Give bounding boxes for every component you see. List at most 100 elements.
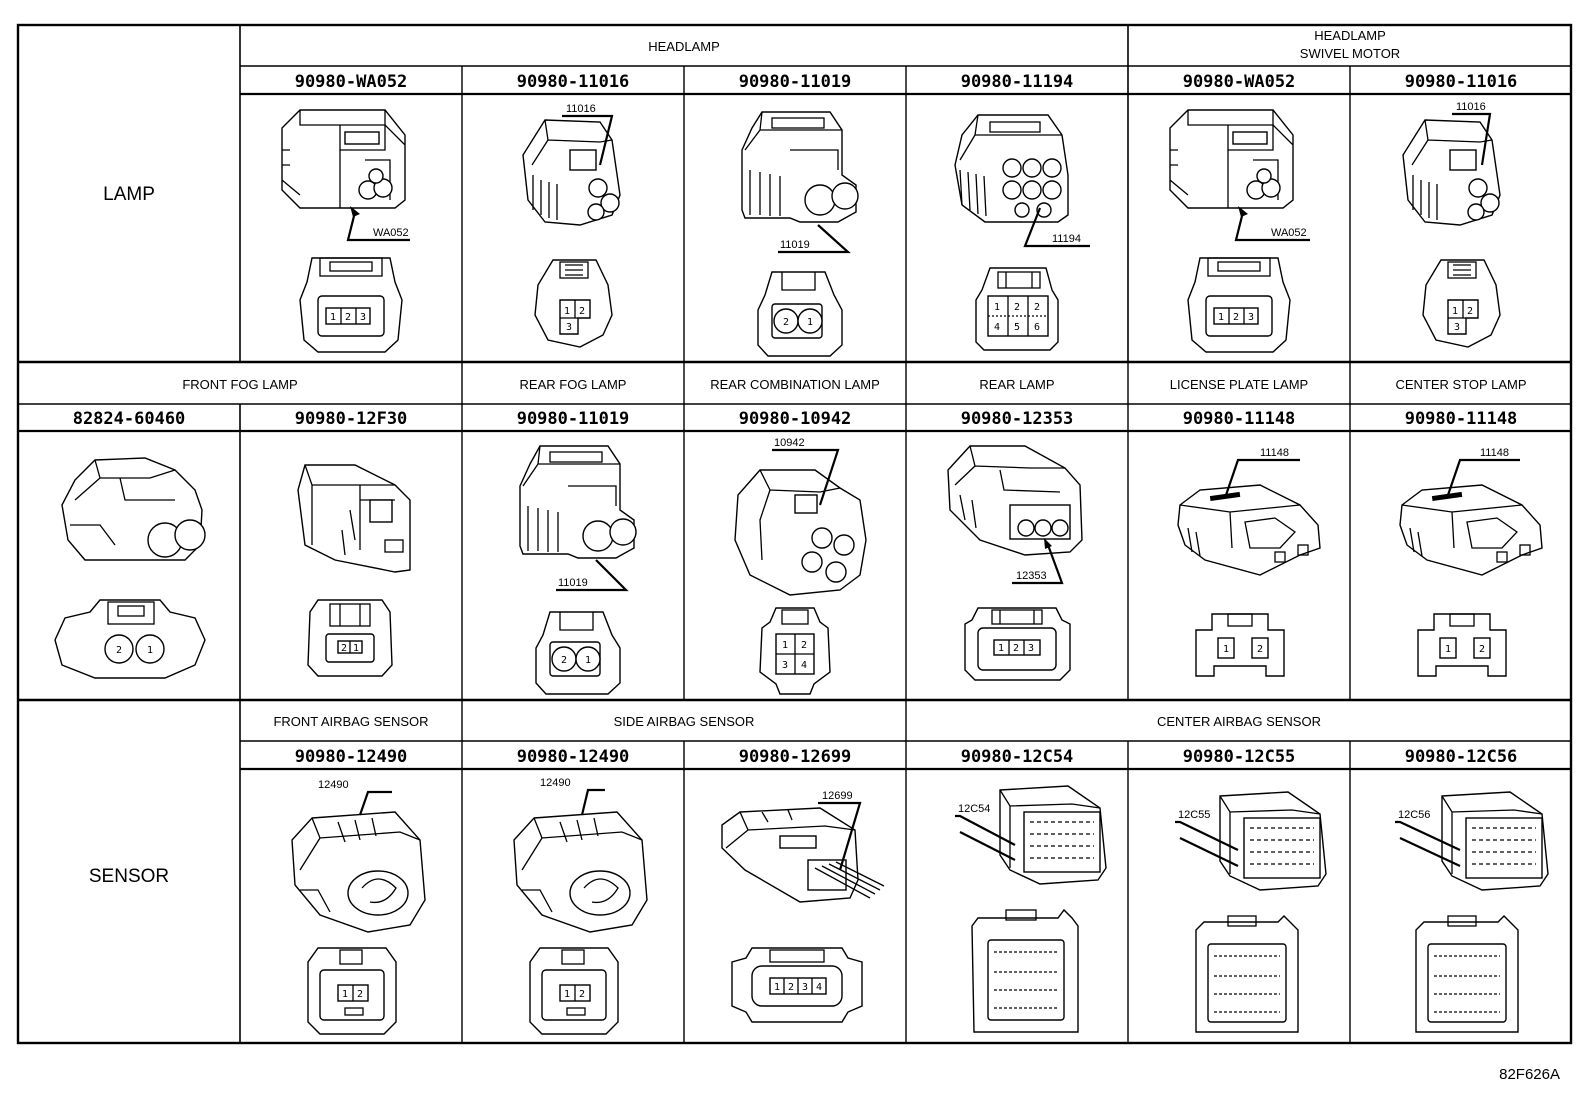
connector-12f30: 2 1 bbox=[297, 464, 411, 677]
callout: WA052 bbox=[373, 227, 409, 239]
pin-label: 1 bbox=[1452, 306, 1458, 317]
connector-82824-60460: 2 1 bbox=[54, 457, 206, 679]
connector-12c54: 12C54 bbox=[955, 785, 1107, 1033]
category-sensor: SENSOR bbox=[89, 866, 169, 887]
pin-label: 6 bbox=[1034, 322, 1040, 333]
part-number: 90980-WA052 bbox=[1183, 72, 1296, 92]
part-number: 90980-12C55 bbox=[1183, 747, 1296, 767]
group-rear-combination-lamp: REAR COMBINATION LAMP bbox=[710, 377, 880, 392]
callout: 12490 bbox=[318, 779, 349, 791]
pin-label: 2 bbox=[1233, 312, 1239, 323]
connector-11019: 11019 2 1 bbox=[741, 111, 859, 357]
connector-12490-front: 12490 1 2 bbox=[291, 779, 426, 1035]
part-number: 90980-12699 bbox=[739, 747, 852, 767]
group-center-stop-lamp: CENTER STOP LAMP bbox=[1396, 377, 1527, 392]
part-number: 90980-11148 bbox=[1183, 409, 1296, 429]
pin-label: 2 bbox=[579, 306, 585, 317]
part-number: 90980-12353 bbox=[961, 409, 1074, 429]
pin-label: 2 bbox=[1014, 302, 1020, 313]
callout: 10942 bbox=[774, 437, 805, 449]
group-swivel-motor: SWIVEL MOTOR bbox=[1300, 46, 1400, 61]
part-number: 90980-10942 bbox=[739, 409, 852, 429]
connector-12c55: 12C55 bbox=[1175, 791, 1327, 1033]
pin-label: 1 bbox=[1223, 644, 1229, 655]
pin-label: 3 bbox=[566, 322, 572, 333]
figure-id: 82F626A bbox=[1499, 1066, 1560, 1083]
connector-wa052-swivel: WA052 1 2 3 bbox=[1169, 109, 1310, 353]
pin-label: 2 bbox=[1479, 644, 1485, 655]
pin-label: 2 bbox=[341, 643, 347, 654]
connector-11148-license: 11148 1 2 bbox=[1177, 447, 1321, 677]
pin-label: 3 bbox=[782, 660, 788, 671]
connector-11016-swivel: 11016 1 2 3 bbox=[1402, 101, 1501, 348]
pin-label: 3 bbox=[1454, 322, 1460, 333]
pin-label: 4 bbox=[801, 660, 807, 671]
part-number: 90980-12490 bbox=[295, 747, 408, 767]
callout: 12699 bbox=[822, 790, 853, 802]
connector-11194: 11194 1 2 2 4 5 6 bbox=[954, 114, 1090, 351]
part-number: 90980-12C54 bbox=[961, 747, 1074, 767]
callout: 11016 bbox=[1456, 101, 1486, 113]
group-center-airbag-sensor: CENTER AIRBAG SENSOR bbox=[1157, 714, 1321, 729]
pin-label: 4 bbox=[816, 982, 822, 993]
callout: 11148 bbox=[1480, 447, 1509, 459]
part-number: 90980-11019 bbox=[517, 409, 630, 429]
part-number: 90980-11148 bbox=[1405, 409, 1518, 429]
pin-label: 1 bbox=[1445, 644, 1451, 655]
pin-label: 1 bbox=[994, 302, 1000, 313]
part-number: 90980-12C56 bbox=[1405, 747, 1518, 767]
part-number: 90980-12490 bbox=[517, 747, 630, 767]
part-number: 90980-WA052 bbox=[295, 72, 408, 92]
pin-label: 2 bbox=[783, 317, 789, 328]
pin-label: 3 bbox=[1028, 643, 1034, 654]
header-labels: LAMP SENSOR HEADLAMP HEADLAMP SWIVEL MOT… bbox=[73, 28, 1560, 1083]
callout: 11019 bbox=[780, 239, 810, 251]
pin-label: 2 bbox=[561, 655, 567, 666]
pin-label: 2 bbox=[1034, 302, 1040, 313]
pin-label: 2 bbox=[1467, 306, 1473, 317]
group-headlamp: HEADLAMP bbox=[648, 39, 720, 54]
pin-label: 3 bbox=[360, 312, 366, 323]
pin-label: 2 bbox=[801, 640, 807, 651]
part-number: 90980-12F30 bbox=[295, 409, 408, 429]
pin-label: 1 bbox=[564, 306, 570, 317]
part-number: 90980-11016 bbox=[1405, 72, 1518, 92]
connector-12353: 12353 1 2 3 bbox=[947, 445, 1083, 681]
callout: 12490 bbox=[540, 777, 571, 789]
part-number: 90980-11016 bbox=[517, 72, 630, 92]
pin-label: 1 bbox=[330, 312, 336, 323]
connector-10942: 10942 1 2 3 4 bbox=[734, 437, 867, 695]
pin-label: 1 bbox=[585, 655, 591, 666]
pin-label: 1 bbox=[998, 643, 1004, 654]
connector-11016: 11016 1 2 3 bbox=[522, 103, 621, 348]
pin-label: 2 bbox=[1013, 643, 1019, 654]
callout: 11194 bbox=[1052, 233, 1081, 245]
pin-label: 2 bbox=[357, 989, 363, 1000]
connector-wa052: WA052 1 2 3 bbox=[281, 109, 410, 353]
pin-label: 1 bbox=[807, 317, 813, 328]
group-rear-lamp: REAR LAMP bbox=[979, 377, 1054, 392]
connector-12c56: 12C56 bbox=[1395, 791, 1549, 1033]
group-headlamp-swivel: HEADLAMP bbox=[1314, 28, 1386, 43]
part-number: 90980-11194 bbox=[961, 72, 1074, 92]
group-front-airbag-sensor: FRONT AIRBAG SENSOR bbox=[273, 714, 428, 729]
pin-label: 3 bbox=[1248, 312, 1254, 323]
part-number: 90980-11019 bbox=[739, 72, 852, 92]
callout: 12353 bbox=[1016, 570, 1047, 582]
pin-label: 2 bbox=[579, 989, 585, 1000]
table-grid bbox=[16, 23, 1573, 1045]
callout: WA052 bbox=[1271, 227, 1307, 239]
pin-label: 1 bbox=[782, 640, 788, 651]
group-front-fog-lamp: FRONT FOG LAMP bbox=[182, 377, 297, 392]
category-lamp: LAMP bbox=[103, 184, 155, 205]
pin-label: 5 bbox=[1014, 322, 1020, 333]
group-license-plate-lamp: LICENSE PLATE LAMP bbox=[1170, 377, 1308, 392]
group-side-airbag-sensor: SIDE AIRBAG SENSOR bbox=[614, 714, 755, 729]
pin-label: 1 bbox=[147, 645, 153, 656]
pin-label: 1 bbox=[774, 982, 780, 993]
callout: 12C55 bbox=[1178, 809, 1210, 821]
callout: 12C54 bbox=[958, 803, 990, 815]
callout: 12C56 bbox=[1398, 809, 1430, 821]
